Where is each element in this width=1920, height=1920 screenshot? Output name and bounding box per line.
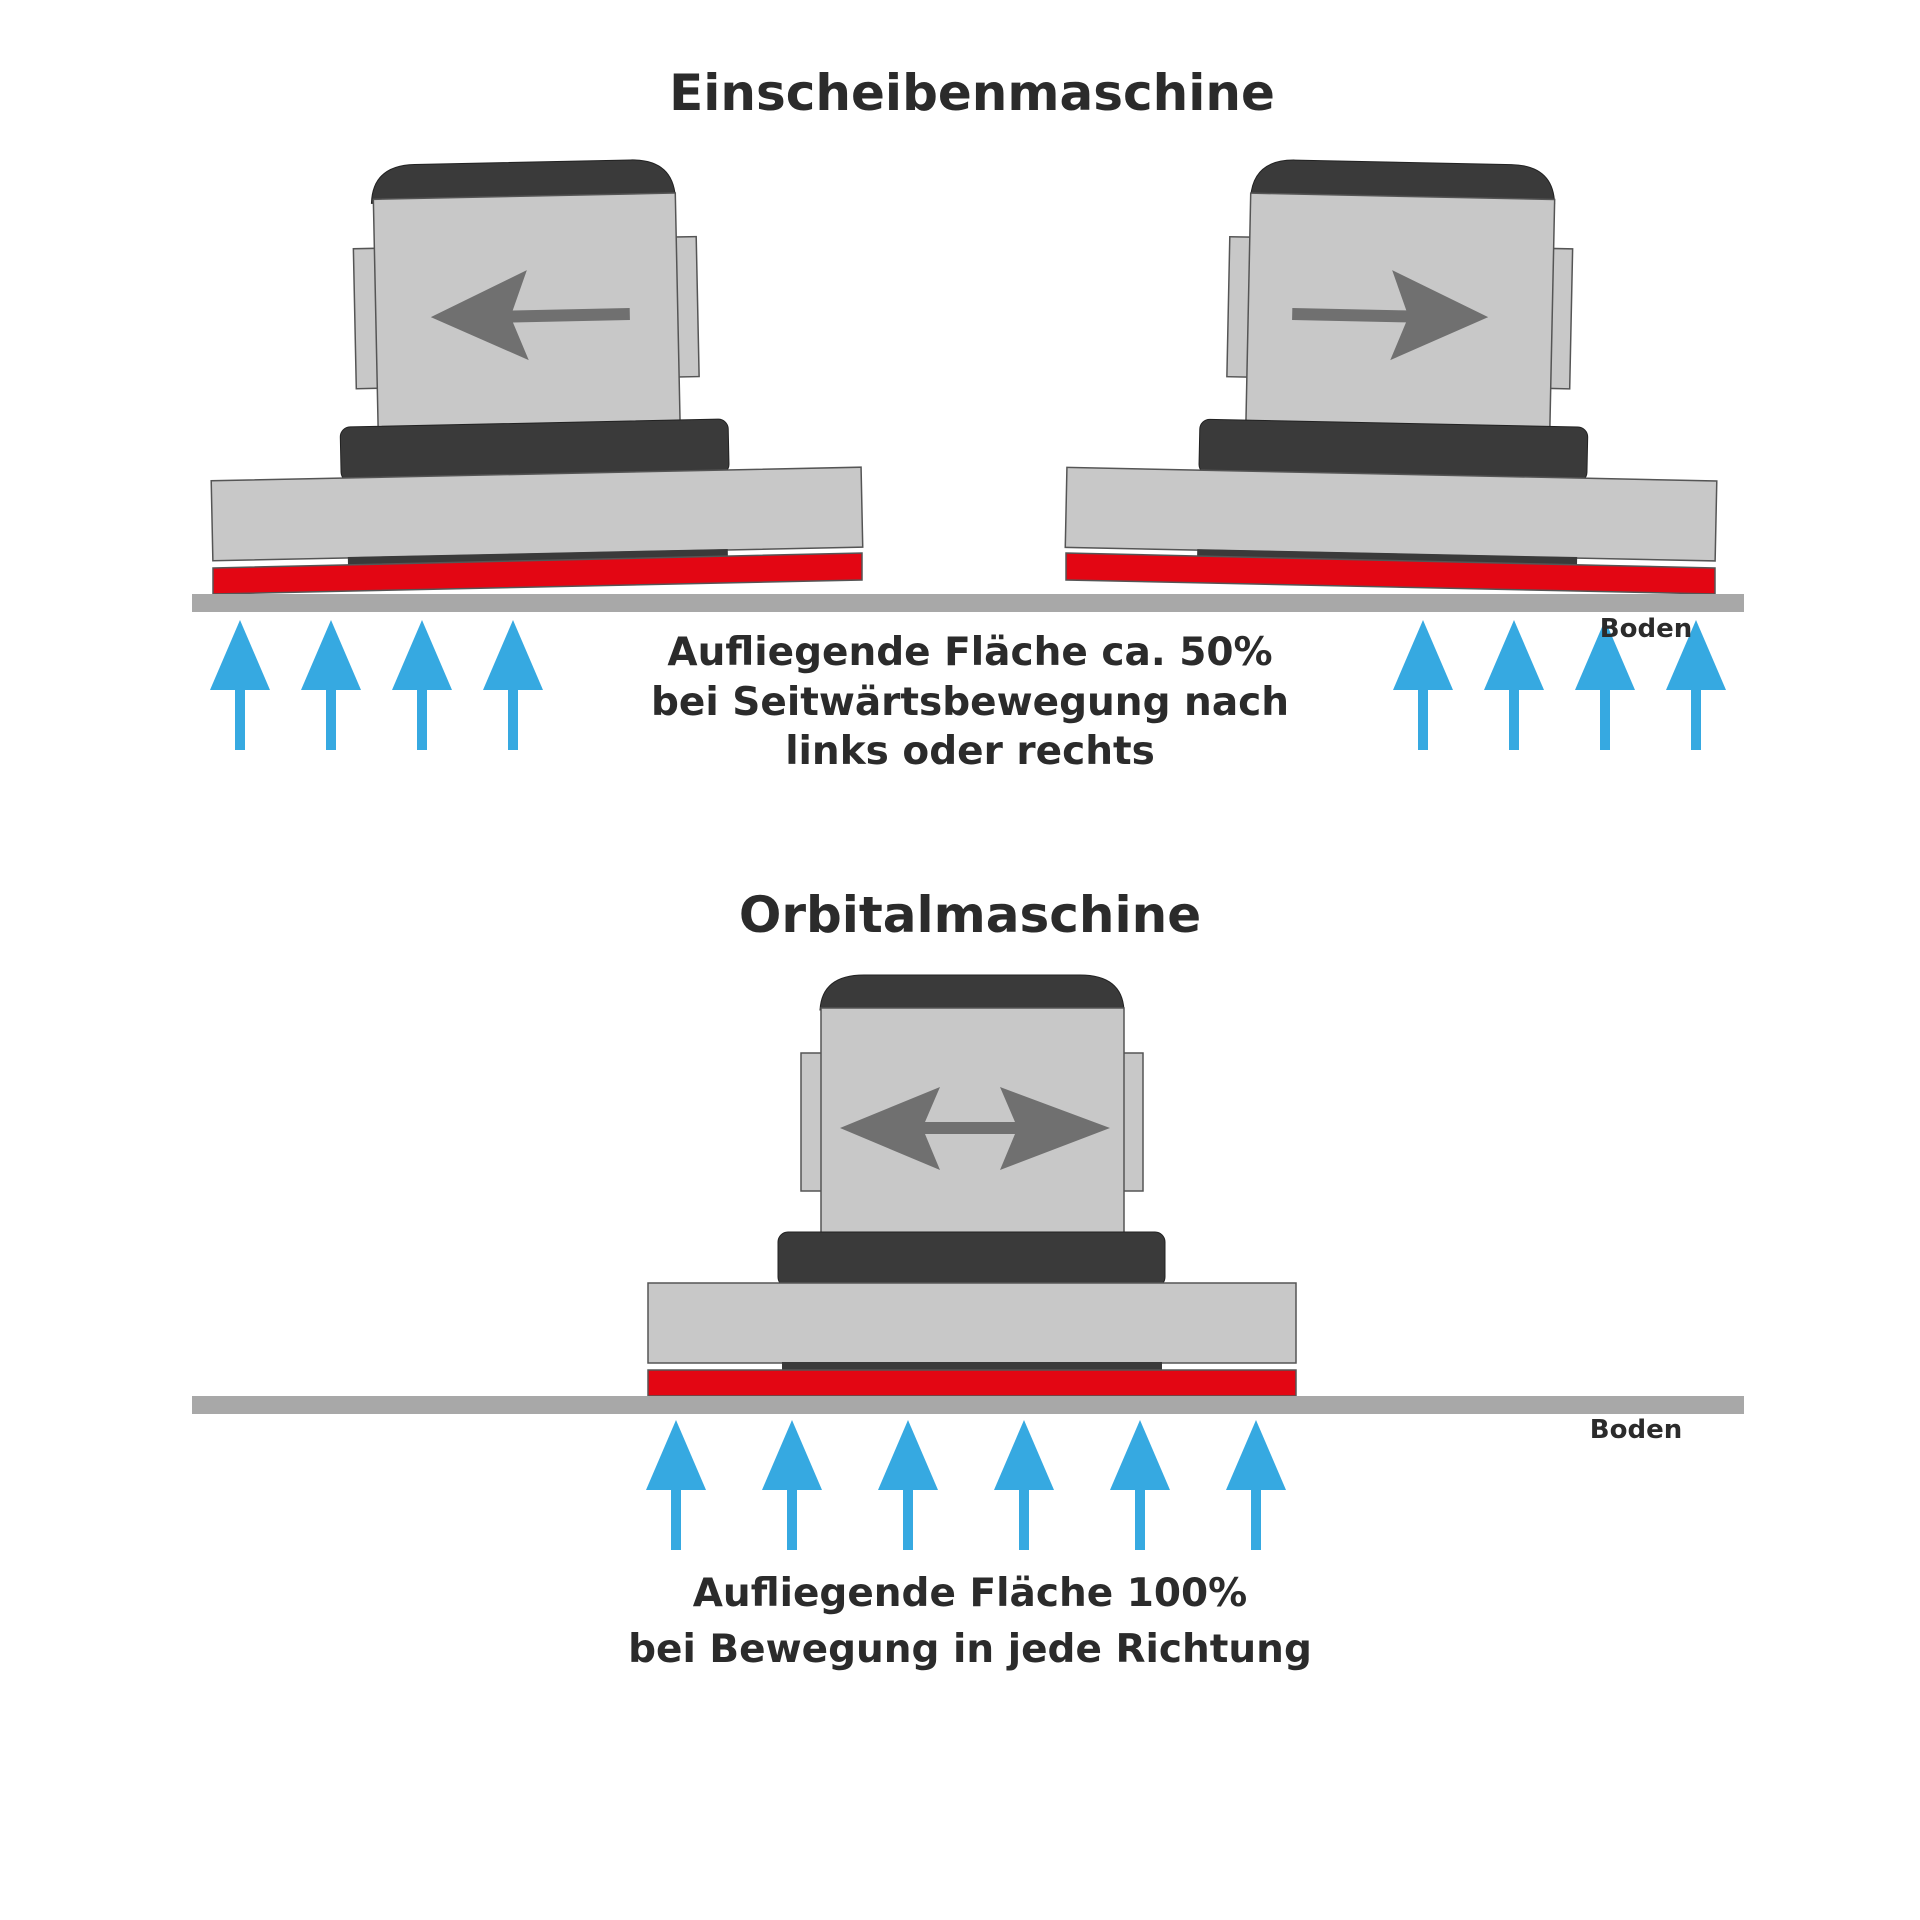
machine-side-grip [800,1052,824,1192]
arrow-up-icon [994,1420,1054,1550]
arrow-head [1484,620,1544,690]
section-title-orbital: Orbitalmaschine [739,886,1201,944]
caption-line: Aufliegende Fläche ca. 50% [667,630,1272,675]
direction-arrow [840,1087,1110,1170]
arrow-up-icon [301,620,361,750]
arrow-shaft [903,1480,913,1550]
arrow-shaft [1509,680,1519,750]
machine-platform [210,466,864,562]
machine-motor-base [777,1231,1166,1288]
machine-pad-holder [347,548,728,565]
arrow-head [210,620,270,690]
arrow-icon [1292,270,1489,361]
arrow-up-icon [762,1420,822,1550]
machine-handle-cap [1250,159,1556,205]
orbital-machine [647,974,1297,1397]
caption-line: Aufliegende Fläche 100% [693,1571,1247,1616]
arrow-shaft [417,680,427,750]
arrow-up-icon [210,620,270,750]
floor-label: Boden [1600,614,1692,644]
caption-line: bei Bewegung in jede Richtung [628,1627,1312,1672]
single-disc-machine-left [210,159,864,565]
direction-arrow [430,270,630,361]
arrow-head [301,620,361,690]
machine-pad-red [212,552,863,595]
contact-arrows-right [1393,620,1726,750]
direction-arrow [1292,270,1489,361]
arrow-shaft [1019,1480,1029,1550]
floor-line [192,594,1744,612]
caption-line: bei Seitwärtsbewegung nach [651,680,1289,725]
arrow-shaft [235,680,245,750]
arrow-up-icon [646,1420,706,1550]
arrow-up-icon [483,620,543,750]
machine-handle-cap [370,159,676,204]
machine-handle-cap [819,974,1125,1011]
arrow-shaft [671,1480,681,1550]
machine-platform [647,1282,1297,1364]
arrow-up-icon [1666,620,1726,750]
machine-pad-holder [782,1362,1162,1370]
arrow-up-icon [1226,1420,1286,1550]
single-disc-machine-right [1064,159,1718,566]
arrow-head [1226,1420,1286,1490]
arrow-up-icon [1484,620,1544,750]
arrow-icon [840,1087,1110,1170]
arrow-head [878,1420,938,1490]
arrow-head [1666,620,1726,690]
arrow-shaft [1251,1480,1261,1550]
arrow-shaft [326,680,336,750]
arrow-shaft [787,1480,797,1550]
contact-arrows-left [210,620,543,750]
arrow-up-icon [1110,1420,1170,1550]
arrow-head [994,1420,1054,1490]
caption-line: links oder rechts [785,729,1155,774]
arrow-shaft [1135,1480,1145,1550]
floor-label: Boden [1590,1415,1682,1445]
arrow-head [483,620,543,690]
arrow-shaft [1691,680,1701,750]
floor-line [192,1396,1744,1414]
machine-pad-holder [1197,549,1578,566]
machine-pad-red [647,1369,1297,1397]
machine-platform [1064,466,1718,562]
caption-orbital: Aufliegende Fläche 100% bei Bewegung in … [628,1571,1312,1672]
section-title-single-disc: Einscheibenmaschine [669,64,1275,122]
arrow-up-icon [392,620,452,750]
arrow-up-icon [1393,620,1453,750]
arrow-shaft [1418,680,1428,750]
arrow-head [1575,620,1635,690]
contact-arrows-orbital [646,1420,1286,1550]
arrow-shaft [1600,680,1610,750]
arrow-up-icon [1575,620,1635,750]
arrow-shaft [508,680,518,750]
arrow-head [762,1420,822,1490]
arrow-head [392,620,452,690]
arrow-head [1110,1420,1170,1490]
arrow-up-icon [878,1420,938,1550]
arrow-icon [430,270,630,361]
arrow-head [1393,620,1453,690]
caption-single-disc: Aufliegende Fläche ca. 50% bei Seitwärts… [651,630,1289,774]
arrow-head [646,1420,706,1490]
